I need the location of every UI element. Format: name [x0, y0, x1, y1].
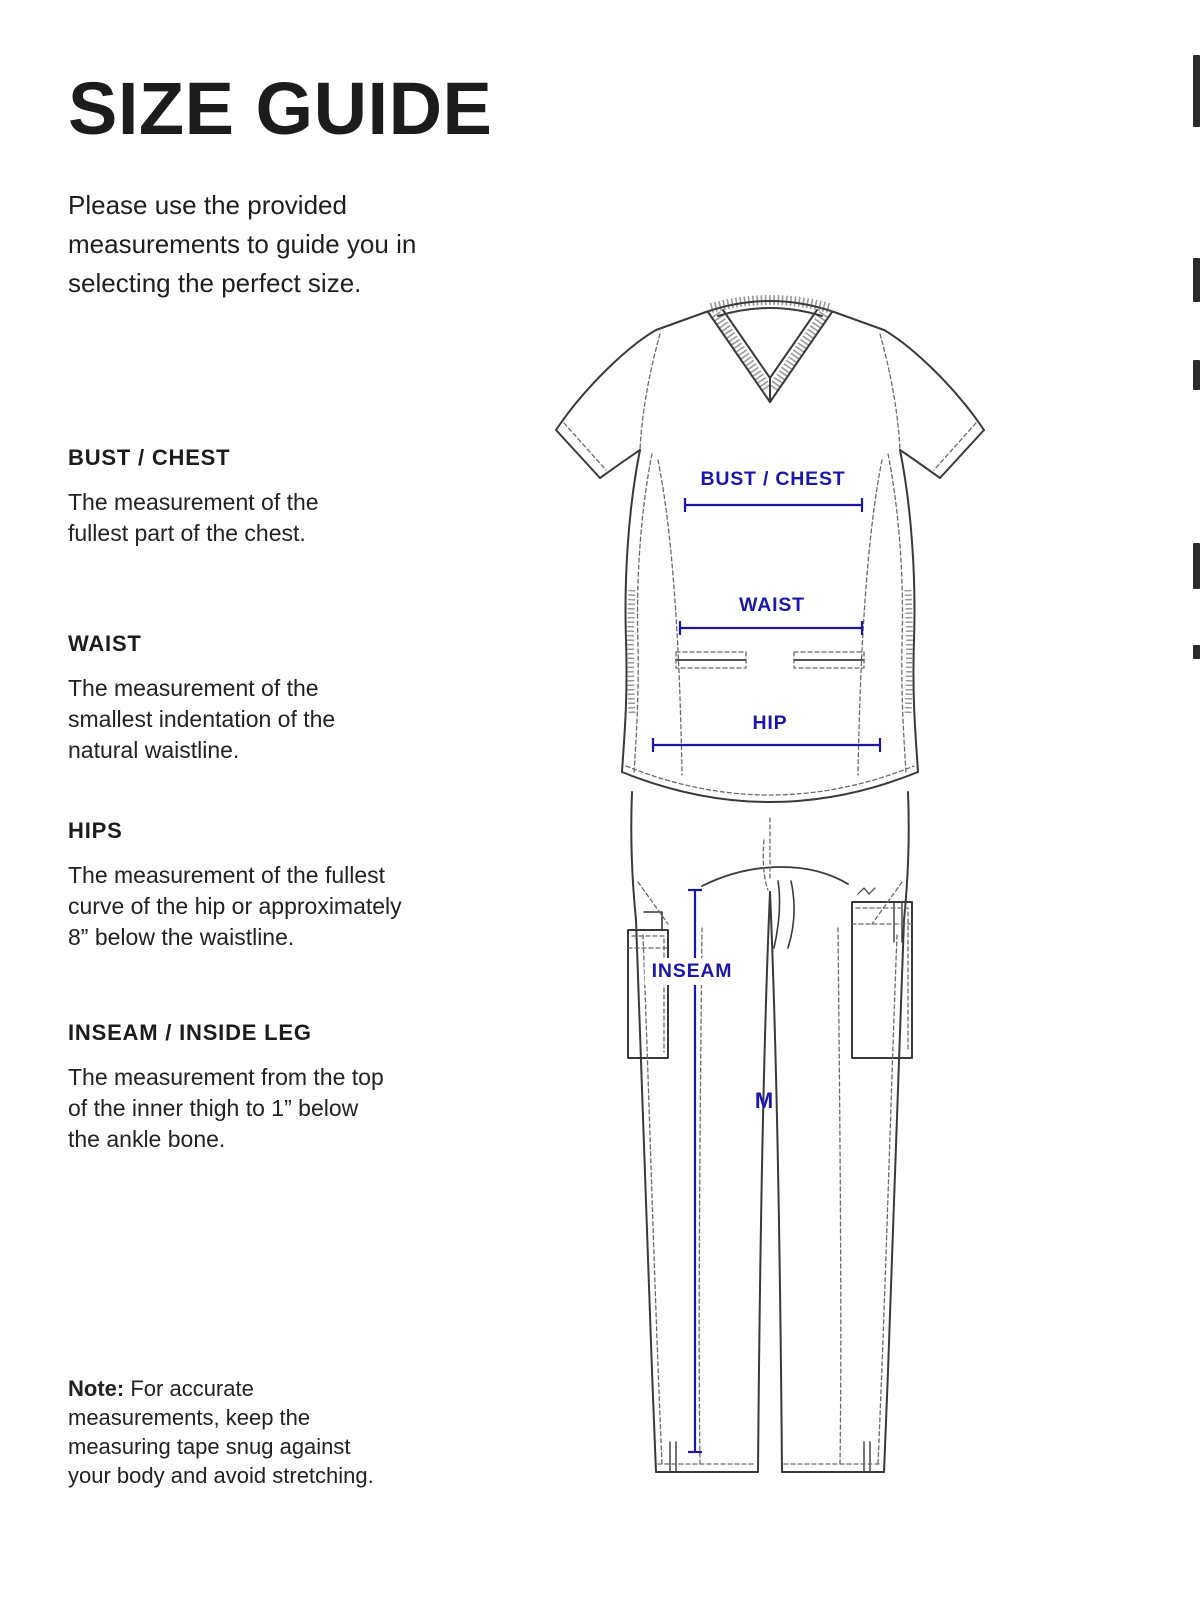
- section-body-line: smallest indentation of the: [68, 706, 336, 733]
- edge-artifact: [1193, 543, 1200, 589]
- edge-artifact: [1193, 360, 1200, 390]
- section-heading: HIPS: [68, 818, 123, 843]
- intro-line: Please use the provided: [68, 190, 347, 220]
- section-body-line: The measurement of the fullest: [68, 862, 386, 889]
- scrub-top: [555, 295, 985, 803]
- section-body-line: The measurement of the: [68, 489, 319, 516]
- section-heading: INSEAM / INSIDE LEG: [68, 1020, 312, 1045]
- section-body-line: of the inner thigh to 1” below: [68, 1095, 359, 1122]
- intro-line: selecting the perfect size.: [68, 268, 362, 298]
- size-marker-label: M: [754, 1088, 774, 1113]
- section-body-line: natural waistline.: [68, 737, 240, 764]
- section-body-line: The measurement from the top: [68, 1064, 384, 1091]
- section-body-line: 8” below the waistline.: [68, 924, 295, 951]
- intro-text: Please use the provided measurements to …: [68, 186, 538, 303]
- section-body-line: the ankle bone.: [68, 1126, 226, 1153]
- scrub-pants: [627, 791, 913, 1473]
- note-line: your body and avoid stretching.: [68, 1463, 374, 1488]
- page-title: SIZE GUIDE: [68, 67, 493, 150]
- note-text: Note: For accurate measurements, keep th…: [68, 1374, 468, 1490]
- section-heading: WAIST: [68, 631, 142, 656]
- measure-section-hips: HIPS The measurement of the fullest curv…: [68, 818, 488, 953]
- hip-measure-label: HIP: [752, 712, 788, 734]
- section-heading: BUST / CHEST: [68, 445, 231, 470]
- section-body-line: fullest part of the chest.: [68, 520, 306, 547]
- section-body-line: The measurement of the: [68, 675, 319, 702]
- measure-section-inseam: INSEAM / INSIDE LEG The measurement from…: [68, 1020, 488, 1155]
- garment-technical-drawing: [555, 295, 985, 1473]
- intro-line: measurements to guide you in: [68, 229, 417, 259]
- edge-artifact: [1193, 55, 1200, 127]
- waist-measure-label: WAIST: [739, 594, 805, 616]
- edge-artifact: [1193, 645, 1200, 659]
- note-line: measurements, keep the: [68, 1405, 311, 1430]
- bust-measure-label: BUST / CHEST: [700, 468, 846, 490]
- inseam-measure-label: INSEAM: [644, 958, 740, 985]
- edge-artifact: [1193, 258, 1200, 302]
- note-line-rest: For accurate: [130, 1376, 254, 1401]
- note-label: Note:: [68, 1376, 125, 1401]
- measure-section-bust: BUST / CHEST The measurement of the full…: [68, 445, 468, 549]
- section-body-line: curve of the hip or approximately: [68, 893, 402, 920]
- note-line: measuring tape snug against: [68, 1434, 351, 1459]
- garment-diagram: BUST / CHEST WAIST HIP INSEAM M: [540, 280, 1000, 1515]
- measure-section-waist: WAIST The measurement of the smallest in…: [68, 631, 468, 766]
